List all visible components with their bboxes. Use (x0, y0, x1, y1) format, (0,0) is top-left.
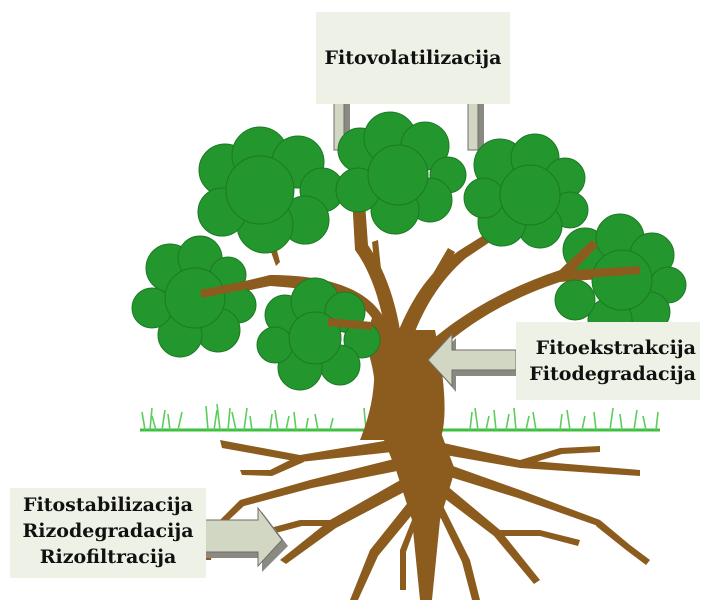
label-text: Fitoekstrakcija (516, 335, 700, 361)
canopy-cluster-upper-right (464, 134, 588, 248)
label-fitoekstrakcija-fitodegradacija: Fitoekstrakcija Fitodegradacija (516, 322, 700, 400)
canopy-cluster-left (132, 236, 256, 357)
label-text: Fitodegradacija (516, 361, 700, 387)
label-fitostabilizacija-rizodegradacija-rizofiltracija: Fitostabilizacija Rizodegradacija Rizofi… (10, 488, 206, 578)
stabilization-arrow (196, 508, 288, 572)
label-text: Fitovolatilizacija (316, 45, 510, 71)
roots (205, 430, 650, 600)
label-fitovolatilizacija: Fitovolatilizacija (316, 12, 510, 104)
label-text: Rizofiltracija (10, 544, 206, 570)
canopy-cluster-upper-left (198, 127, 344, 253)
canopy-cluster-center-left (257, 278, 380, 390)
label-text: Rizodegradacija (10, 518, 206, 544)
label-text: Fitostabilizacija (10, 492, 206, 518)
